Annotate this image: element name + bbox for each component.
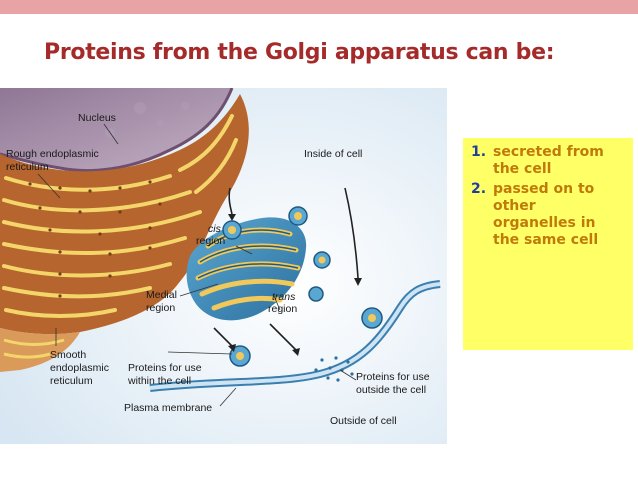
label-inside-cell: Inside of cell [304,148,362,160]
plasma-membrane-shape [149,280,441,392]
list-item: 2. passed on to other organelles in the … [471,181,627,249]
label-rough-er-2: reticulum [6,161,49,173]
nucleus-shape [0,88,232,171]
label-rough-er-1: Rough endoplasmic [6,148,99,160]
label-proteins-outside-2: outside the cell [356,384,426,396]
list-text: secreted from the cell [493,144,604,177]
arrow-heads [228,214,362,356]
label-medial-2: region [146,302,175,314]
label-smooth-er-3: reticulum [50,375,93,387]
top-accent-bar [0,0,638,14]
golgi-diagram: Nucleus Rough endoplasmic reticulum Insi… [0,88,447,444]
label-medial-1: Medial [146,289,177,301]
label-smooth-er-1: Smooth [50,349,86,361]
label-outside-cell: Outside of cell [330,415,397,427]
label-cis-2: region [196,235,225,247]
label-cis-1: cis [208,223,222,235]
flow-arrows [213,187,359,351]
label-pointers [37,123,357,407]
label-trans-1: trans [272,291,296,303]
callout-box: 1. secreted from the cell 2. passed on t… [463,138,633,350]
label-proteins-within-2: within the cell [127,375,191,387]
secreted-proteins [314,356,354,382]
rough-er-shape [0,94,249,335]
list-number: 2. [471,181,487,197]
list-text: passed on to other organelles in the sam… [493,181,599,248]
label-proteins-within-1: Proteins for use [128,362,202,374]
smooth-er-shape [0,328,80,372]
label-nucleus: Nucleus [78,112,116,124]
outcome-list: 1. secreted from the cell 2. passed on t… [471,144,627,249]
golgi-stack-shape [186,217,307,321]
list-item: 1. secreted from the cell [471,144,627,178]
label-smooth-er-2: endoplasmic [50,362,109,374]
label-plasma-membrane: Plasma membrane [124,402,212,414]
slide-title: Proteins from the Golgi apparatus can be… [44,40,555,65]
list-number: 1. [471,144,487,160]
vesicles [222,206,383,367]
label-proteins-outside-1: Proteins for use [356,371,430,383]
label-trans-2: region [268,303,297,315]
